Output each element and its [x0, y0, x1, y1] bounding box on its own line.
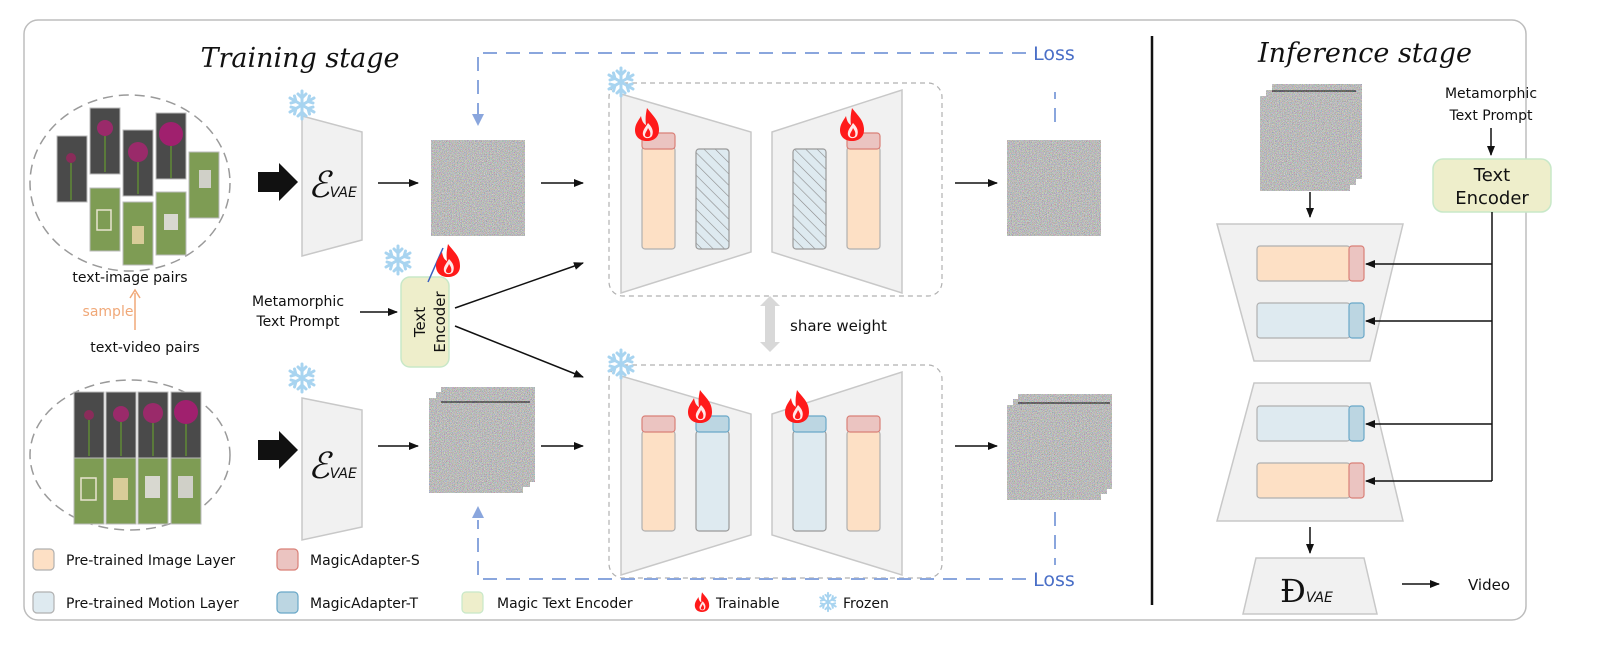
loss-label-bottom: Loss	[1033, 569, 1075, 591]
video-frames	[73, 391, 202, 525]
unet-video-branch	[607, 348, 943, 579]
motion-layer-unused	[792, 148, 827, 250]
text-video-pairs-label: text-video pairs	[90, 340, 199, 356]
training-stage-title: Training stage	[201, 43, 400, 74]
inference-noise-stack	[1260, 84, 1362, 191]
text-image-pairs-dataset: text-image pairs	[29, 94, 231, 286]
arrow	[454, 325, 584, 378]
text-encoder-line1: Text	[411, 307, 429, 338]
decoder-subscript: VAE	[1306, 590, 1333, 606]
inference-text-encoder: Text Encoder	[1432, 158, 1552, 213]
image-layer	[641, 430, 676, 532]
magic-text-encoder-training: Text Encoder	[384, 244, 460, 368]
share-weight-arrow	[760, 296, 780, 352]
svg-text:ℰVAE: ℰVAE	[308, 446, 357, 487]
motion-layer	[1256, 405, 1351, 442]
sample-label: sample	[83, 304, 134, 320]
svg-text:MagicAdapter-T: MagicAdapter-T	[310, 596, 419, 612]
motion-layer	[1256, 302, 1351, 339]
image-latent	[430, 139, 526, 237]
text-encoder-line1: Text	[1473, 165, 1510, 186]
sample-arrow: sample	[83, 288, 141, 330]
encoder-subscript: VAE	[330, 466, 357, 482]
magic-adapter-t	[1348, 302, 1365, 339]
vae-encoder-video: ℰVAE	[288, 362, 363, 541]
text-image-pairs-label: text-image pairs	[72, 270, 187, 286]
loss-path-bottom: Loss	[472, 506, 1075, 591]
vae-decoder: ƉVAE	[1242, 557, 1378, 615]
inference-stage-title: Inference stage	[1257, 38, 1472, 69]
text-encoder-line2: Encoder	[1455, 188, 1529, 209]
loss-path-top: Loss	[472, 43, 1075, 126]
video-output-latent-stack	[1007, 394, 1112, 500]
encoder-symbol: ℰ	[308, 446, 333, 487]
magic-adapter-s	[1348, 462, 1365, 499]
magic-adapter-s	[641, 415, 676, 433]
magic-adapter-s	[1348, 245, 1365, 282]
magic-adapter-t	[1348, 405, 1365, 442]
data-flow-arrow-video	[258, 431, 298, 469]
legend-item-adapter-t: MagicAdapter-T	[276, 591, 419, 614]
inference-unet-up	[1216, 382, 1404, 522]
training-prompt-line1: Metamorphic	[252, 294, 344, 310]
legend: Pre-trained Image Layer MagicAdapter-S P…	[32, 548, 889, 614]
svg-text:Frozen: Frozen	[843, 596, 889, 612]
image-layer	[641, 146, 676, 250]
image-layer	[1256, 245, 1351, 282]
inference-prompt-line2: Text Prompt	[1449, 108, 1533, 124]
arrow	[454, 262, 584, 309]
legend-item-frozen: Frozen	[819, 591, 889, 613]
legend-item-text-encoder: Magic Text Encoder	[461, 591, 633, 614]
legend-item-image-layer: Pre-trained Image Layer	[32, 548, 235, 571]
inference-prompt-line1: Metamorphic	[1445, 86, 1537, 102]
svg-text:Trainable: Trainable	[715, 596, 780, 612]
encoder-symbol: ℰ	[308, 165, 333, 206]
vae-encoder-image: ℰVAE	[288, 89, 363, 257]
training-prompt-line2: Text Prompt	[256, 314, 340, 330]
encoder-subscript: VAE	[330, 185, 357, 201]
slash-divider	[427, 247, 444, 283]
image-layer	[1256, 462, 1351, 499]
magic-adapter-s	[846, 415, 881, 433]
motion-layer	[792, 430, 827, 532]
image-layer	[846, 146, 881, 250]
legend-item-motion-layer: Pre-trained Motion Layer	[32, 591, 239, 614]
loss-label-top: Loss	[1033, 43, 1075, 65]
image-thumbnails	[56, 107, 220, 266]
text-conditioning-lines	[1365, 212, 1493, 485]
image-output-latent	[1007, 140, 1101, 236]
legend-item-adapter-s: MagicAdapter-S	[276, 548, 420, 571]
text-encoder-line2: Encoder	[431, 291, 449, 353]
motion-layer-unused	[695, 148, 730, 250]
inference-unet-down	[1216, 223, 1404, 362]
video-latent-stack	[429, 387, 535, 493]
svg-text:Pre-trained Image Layer: Pre-trained Image Layer	[66, 553, 235, 569]
svg-text:Magic Text Encoder: Magic Text Encoder	[497, 596, 633, 612]
decoder-symbol: Ɖ	[1280, 572, 1306, 610]
unet-image-branch	[607, 66, 943, 297]
motion-layer	[695, 430, 730, 532]
video-output-label: Video	[1468, 576, 1510, 594]
data-flow-arrow-image	[258, 163, 298, 201]
text-video-pairs-dataset	[29, 379, 231, 531]
svg-text:ƉVAE: ƉVAE	[1280, 572, 1333, 610]
svg-text:ℰVAE: ℰVAE	[308, 165, 357, 206]
svg-text:MagicAdapter-S: MagicAdapter-S	[310, 553, 420, 569]
legend-item-trainable: Trainable	[694, 592, 780, 612]
image-layer	[846, 430, 881, 532]
svg-text:Pre-trained Motion Layer: Pre-trained Motion Layer	[66, 596, 239, 612]
share-weight-label: share weight	[790, 317, 887, 335]
